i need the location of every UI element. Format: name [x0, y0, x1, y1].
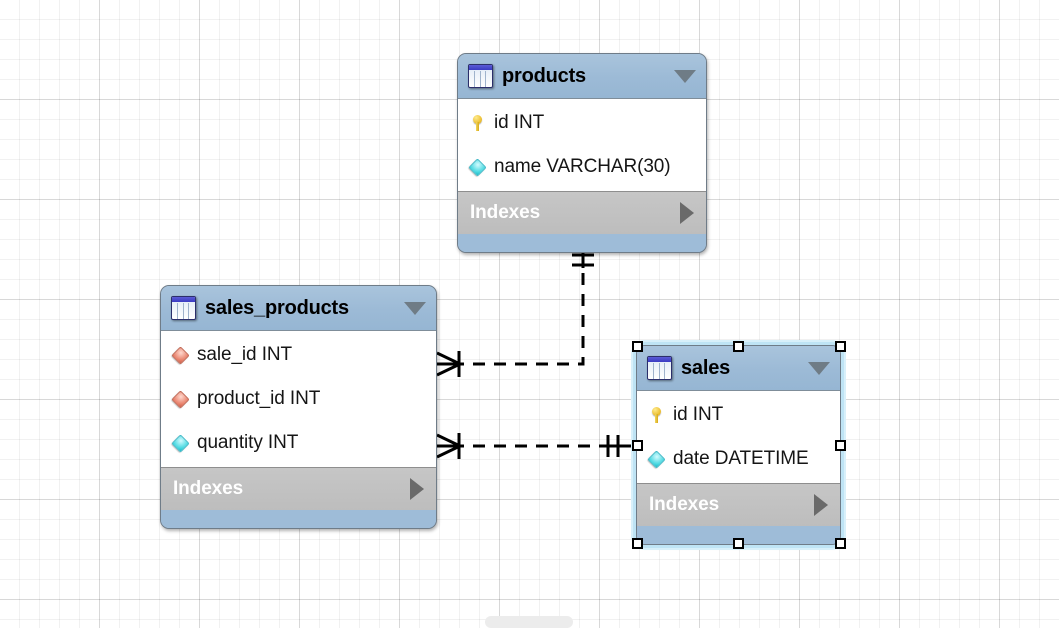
column-label: id INT: [673, 404, 724, 425]
table-icon: [171, 296, 196, 320]
chevron-right-icon[interactable]: [680, 202, 694, 224]
chevron-right-icon[interactable]: [814, 494, 828, 516]
horizontal-scrollbar-track[interactable]: [0, 616, 1059, 628]
diamond-icon: [647, 450, 665, 468]
resize-handle-middle-right[interactable]: [835, 440, 846, 451]
column-label: quantity INT: [197, 432, 299, 453]
relationship-sales-sales-products[interactable]: [436, 433, 632, 459]
diamond-icon: [171, 390, 189, 408]
indexes-label: Indexes: [649, 494, 720, 515]
table-name-label: products: [502, 64, 586, 87]
table-name-label: sales: [681, 356, 731, 379]
table-node-sales[interactable]: sales id INT date DATETIME Indexes: [636, 345, 841, 545]
table-node-sales-products[interactable]: sales_products sale_id INT product_id IN…: [160, 285, 437, 529]
relationship-products-sales-products[interactable]: [436, 248, 594, 377]
column-row[interactable]: id INT: [637, 393, 840, 437]
resize-handle-bottom-left[interactable]: [632, 538, 643, 549]
column-label: product_id INT: [197, 388, 321, 409]
horizontal-scrollbar-thumb[interactable]: [485, 616, 573, 628]
resize-handle-top-right[interactable]: [835, 341, 846, 352]
table-footer: [458, 234, 706, 252]
table-icon: [647, 356, 672, 380]
chevron-down-icon[interactable]: [404, 301, 426, 315]
resize-handle-top-center[interactable]: [733, 341, 744, 352]
table-header-products[interactable]: products: [458, 54, 706, 99]
indexes-section-sales[interactable]: Indexes: [637, 483, 840, 526]
chevron-right-icon[interactable]: [410, 478, 424, 500]
indexes-section-products[interactable]: Indexes: [458, 191, 706, 234]
table-name-label: sales_products: [205, 296, 349, 319]
indexes-section-sales-products[interactable]: Indexes: [161, 467, 436, 510]
column-row[interactable]: id INT: [458, 101, 706, 145]
table-header-sales-products[interactable]: sales_products: [161, 286, 436, 331]
table-footer: [161, 510, 436, 528]
column-label: sale_id INT: [197, 344, 292, 365]
table-node-products[interactable]: products id INT name VARCHAR(30) Indexes: [457, 53, 707, 253]
table-columns-products: id INT name VARCHAR(30): [458, 99, 706, 191]
resize-handle-bottom-center[interactable]: [733, 538, 744, 549]
table-columns-sales: id INT date DATETIME: [637, 391, 840, 483]
key-icon: [468, 114, 486, 132]
resize-handle-bottom-right[interactable]: [835, 538, 846, 549]
resize-handle-top-left[interactable]: [632, 341, 643, 352]
key-icon: [647, 406, 665, 424]
table-header-sales[interactable]: sales: [637, 346, 840, 391]
diamond-icon: [171, 346, 189, 364]
column-row[interactable]: quantity INT: [161, 421, 436, 465]
column-row[interactable]: product_id INT: [161, 377, 436, 421]
column-row[interactable]: name VARCHAR(30): [458, 145, 706, 189]
chevron-down-icon[interactable]: [808, 361, 830, 375]
column-label: name VARCHAR(30): [494, 156, 671, 177]
diamond-icon: [171, 434, 189, 452]
indexes-label: Indexes: [470, 202, 541, 223]
chevron-down-icon[interactable]: [674, 69, 696, 83]
table-columns-sales-products: sale_id INT product_id INT quantity INT: [161, 331, 436, 467]
table-icon: [468, 64, 493, 88]
table-footer: [637, 526, 840, 544]
column-row[interactable]: date DATETIME: [637, 437, 840, 481]
indexes-label: Indexes: [173, 478, 244, 499]
diamond-icon: [468, 158, 486, 176]
resize-handle-middle-left[interactable]: [632, 440, 643, 451]
column-label: id INT: [494, 112, 545, 133]
column-row[interactable]: sale_id INT: [161, 333, 436, 377]
column-label: date DATETIME: [673, 448, 809, 469]
